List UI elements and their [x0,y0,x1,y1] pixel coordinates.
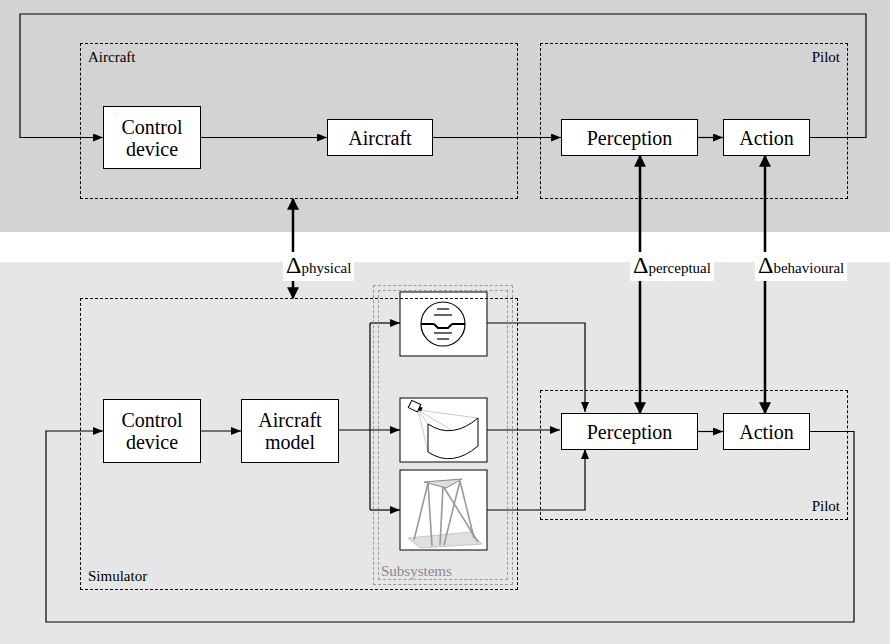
pilot-group: Perception Action Pilot [540,43,848,199]
group-label: Pilot [812,498,840,515]
process-box: Control device [103,399,201,463]
process-box: Perception [561,413,698,450]
process-box: Perception [561,119,698,156]
motion-platform [400,470,487,550]
process-box: Aircraft [327,119,433,156]
aircraft-band [0,0,890,232]
simulator-band [0,262,890,644]
difference-arrow [764,156,767,413]
simulator-group: Control device Aircraft modelSubsystems Si… [80,298,518,590]
group-label: Aircraft [88,49,135,66]
visual-system [400,398,487,462]
process-box: Aircraft model [241,399,339,463]
pilot-group: Perception ActionPilot [540,390,848,520]
group-label: Simulator [88,568,147,585]
process-box: Action [723,413,810,450]
box-label: Control device [104,409,200,453]
edge-label: Δphysical [283,252,354,281]
difference-arrow [639,156,642,413]
box-label: Aircraft [348,127,411,149]
process-box: Control device [103,106,201,169]
aircraft-group: Control deviceAircraftAircraft [80,43,518,199]
signal-arrow [201,430,241,431]
box-label: Perception [587,421,673,443]
box-label: Perception [587,127,673,149]
signal-arrow [698,431,723,432]
signal-arrow [201,137,327,138]
edge-label: Δperceptual [630,252,714,281]
group-label: Pilot [812,49,840,66]
box-label: Action [739,127,793,149]
edge-label: Δbehavioural [755,252,847,281]
box-label: Action [739,421,793,443]
box-label: Aircraft model [242,409,338,453]
signal-arrow [698,137,723,138]
box-label: Control device [104,116,200,160]
difference-arrow [292,199,295,298]
instrument-display [400,292,487,356]
group-label: Subsystems [381,563,452,580]
subsystems-group: Subsystems [373,285,513,585]
signal-arrow [433,137,561,138]
process-box: Action [723,119,810,156]
